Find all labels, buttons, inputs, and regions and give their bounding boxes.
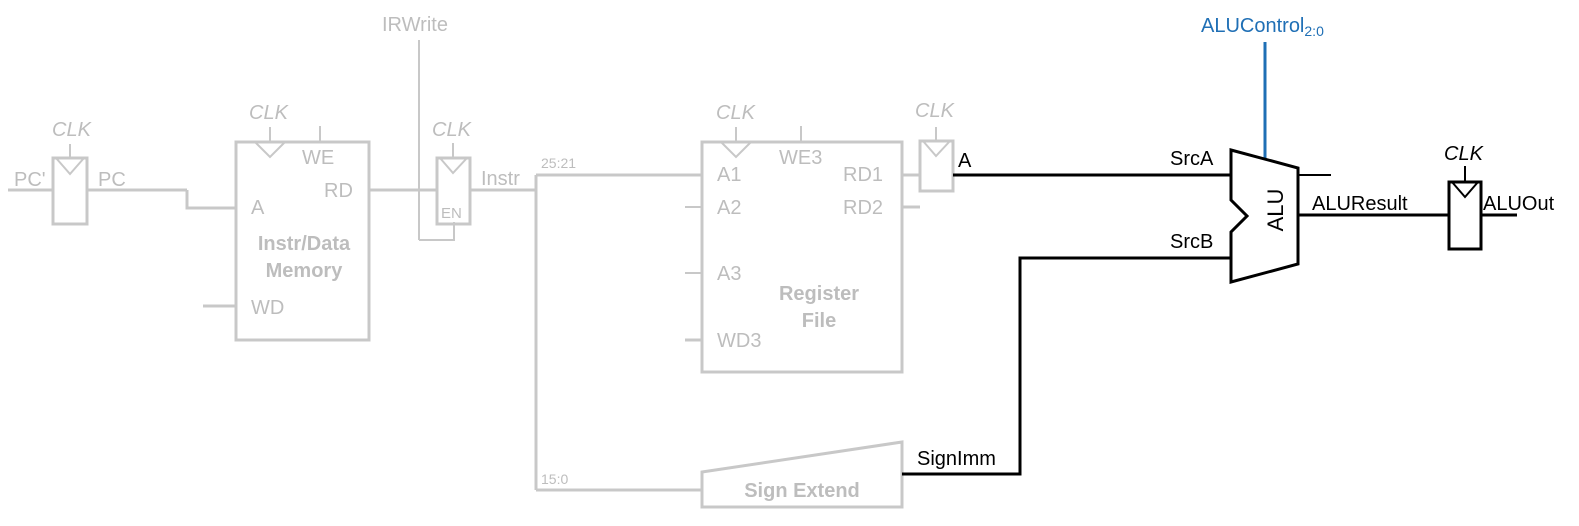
instr-data-memory: CLK WE RD A Instr/Data Memory WD: [203, 102, 371, 342]
pc-register-clk-label: CLK: [52, 119, 93, 141]
a-reg-clk-label: CLK: [915, 100, 956, 122]
irwrite-control: IRWrite: [382, 14, 455, 241]
pc-register: CLK PC' PC: [8, 119, 187, 226]
rf-rd2-label: RD2: [843, 197, 883, 219]
a-label: A: [958, 150, 972, 172]
rf-a3-label: A3: [717, 263, 741, 285]
sign-extend: Sign Extend: [700, 440, 904, 509]
alucontrol-signal: ALUControl2:0: [1201, 15, 1324, 159]
register-file: CLK WE3 A1 RD1 A2 RD2 A3 Register File W…: [685, 102, 920, 374]
rf-a2-label: A2: [717, 197, 741, 219]
rf-title-line2: File: [802, 310, 836, 332]
rf-title-line1: Register: [779, 283, 859, 305]
rf-we3-label: WE3: [779, 147, 822, 169]
memory-title-line2: Memory: [266, 260, 344, 282]
bits-15-0-label: 15:0: [541, 471, 568, 487]
memory-wd-label: WD: [251, 297, 284, 319]
aluout-register: CLK ALUOut: [1444, 143, 1555, 251]
rf-clk-label: CLK: [716, 102, 757, 124]
ir-clk-label: CLK: [432, 119, 473, 141]
active-wires: A SrcA SignImm SrcB: [902, 148, 1231, 476]
bits-25-21-label: 25:21: [541, 155, 576, 171]
ir-en-label: EN: [441, 205, 462, 222]
pc-prime-label: PC': [14, 169, 46, 191]
sign-extend-label: Sign Extend: [744, 480, 860, 502]
instr-field-wires: 25:21 15:0: [534, 155, 702, 492]
memory-a-label: A: [251, 197, 265, 219]
pc-label: PC: [98, 169, 126, 191]
aluout-label: ALUOut: [1483, 193, 1555, 215]
instr-label: Instr: [481, 168, 520, 190]
alu: ALU: [1229, 148, 1331, 284]
rf-wd3-label: WD3: [717, 330, 761, 352]
rf-rd1-label: RD1: [843, 164, 883, 186]
memory-title-line1: Instr/Data: [258, 233, 351, 255]
memory-clk-label: CLK: [249, 102, 290, 124]
irwrite-label: IRWrite: [382, 14, 448, 36]
instruction-register: CLK EN Instr: [432, 119, 536, 226]
alu-label: ALU: [1263, 189, 1288, 232]
signimm-label: SignImm: [917, 448, 996, 470]
memory-rd-label: RD: [324, 180, 353, 202]
srca-label: SrcA: [1170, 148, 1214, 170]
alucontrol-label: ALUControl2:0: [1201, 15, 1324, 39]
pc-to-mem-wire: [185, 190, 236, 210]
a-register: CLK: [915, 100, 956, 193]
srcb-label: SrcB: [1170, 231, 1213, 253]
aluresult-label: ALUResult: [1312, 193, 1408, 215]
memory-we-label: WE: [302, 147, 334, 169]
aluout-clk-label: CLK: [1444, 143, 1485, 165]
rf-a1-label: A1: [717, 164, 741, 186]
